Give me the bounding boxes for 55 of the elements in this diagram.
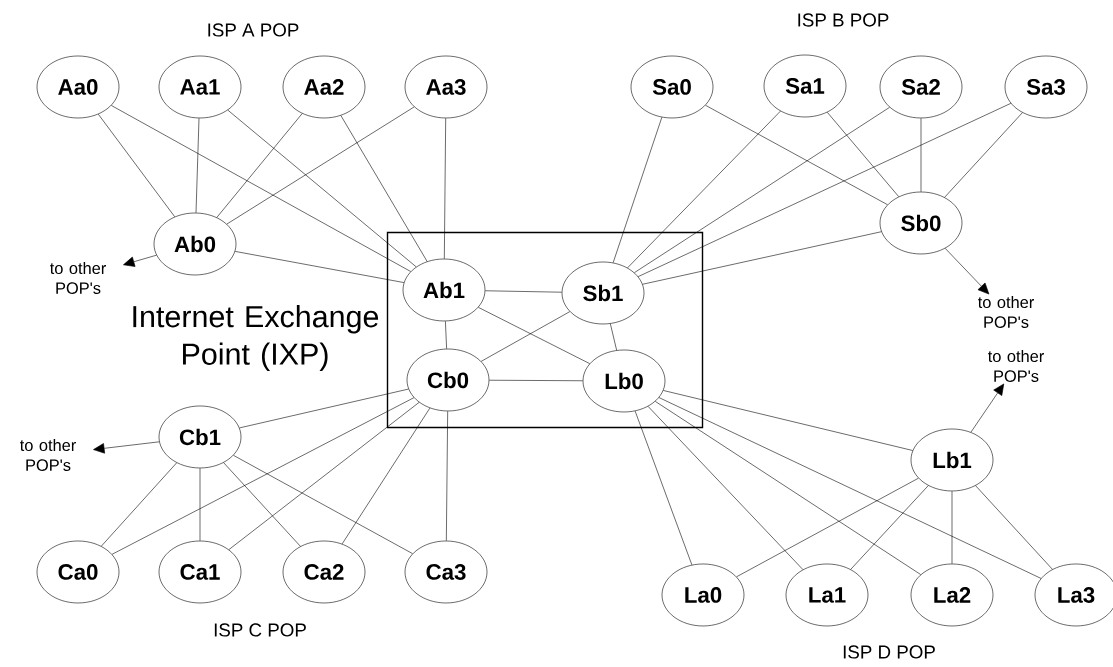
link-line: [111, 397, 415, 555]
link-line: [93, 441, 160, 454]
link-line: [123, 254, 157, 267]
link-line: [485, 290, 563, 293]
link-line: [944, 112, 1023, 198]
box-heading: Internet Exchange Point (IXP): [133, 305, 379, 371]
link-line: [627, 110, 781, 269]
link-line: [610, 323, 617, 351]
link-line: [199, 468, 201, 541]
link-line: [850, 485, 929, 570]
link-line: [612, 117, 663, 263]
link-line: [227, 109, 417, 268]
note-text: to other POP's: [988, 350, 1044, 382]
link-line: [634, 410, 693, 566]
note-text: to other POP's: [20, 439, 76, 471]
link-line: [705, 105, 888, 205]
link-line: [101, 462, 177, 547]
link-line: [444, 118, 446, 259]
link-line: [223, 462, 301, 547]
group-label: ISP B POP: [798, 13, 889, 27]
group-label: ISP D POP: [843, 645, 935, 659]
link-line: [736, 477, 919, 578]
link-line: [445, 320, 447, 349]
link-line: [944, 248, 990, 295]
group-label: ISP A POP: [208, 23, 299, 37]
link-line: [658, 397, 1042, 579]
link-line: [920, 118, 922, 192]
link-line: [228, 402, 420, 550]
link-line: [637, 103, 1012, 277]
link-line: [951, 491, 953, 564]
link-line: [480, 311, 571, 362]
link-line: [489, 379, 583, 382]
link-line: [226, 106, 415, 225]
link-line: [233, 455, 413, 554]
link-line: [239, 388, 409, 429]
link-line: [98, 113, 175, 218]
link-line: [111, 105, 411, 272]
link-line: [975, 485, 1053, 570]
group-label: ISP C POP: [214, 623, 306, 637]
link-line: [478, 307, 590, 364]
link-line: [827, 112, 899, 197]
link-line: [642, 231, 882, 285]
link-line: [647, 406, 804, 570]
note-text: to other POP's: [978, 296, 1034, 328]
link-line: [970, 383, 1005, 433]
link-line: [341, 407, 431, 545]
link-line: [340, 115, 428, 262]
link-line: [446, 411, 448, 541]
note-text: to other POP's: [50, 262, 106, 294]
link-line: [216, 113, 303, 218]
link-line: [655, 401, 921, 575]
link-line: [195, 117, 200, 213]
link-line: [634, 107, 890, 273]
link-line: [234, 251, 405, 283]
link-line: [663, 390, 913, 451]
